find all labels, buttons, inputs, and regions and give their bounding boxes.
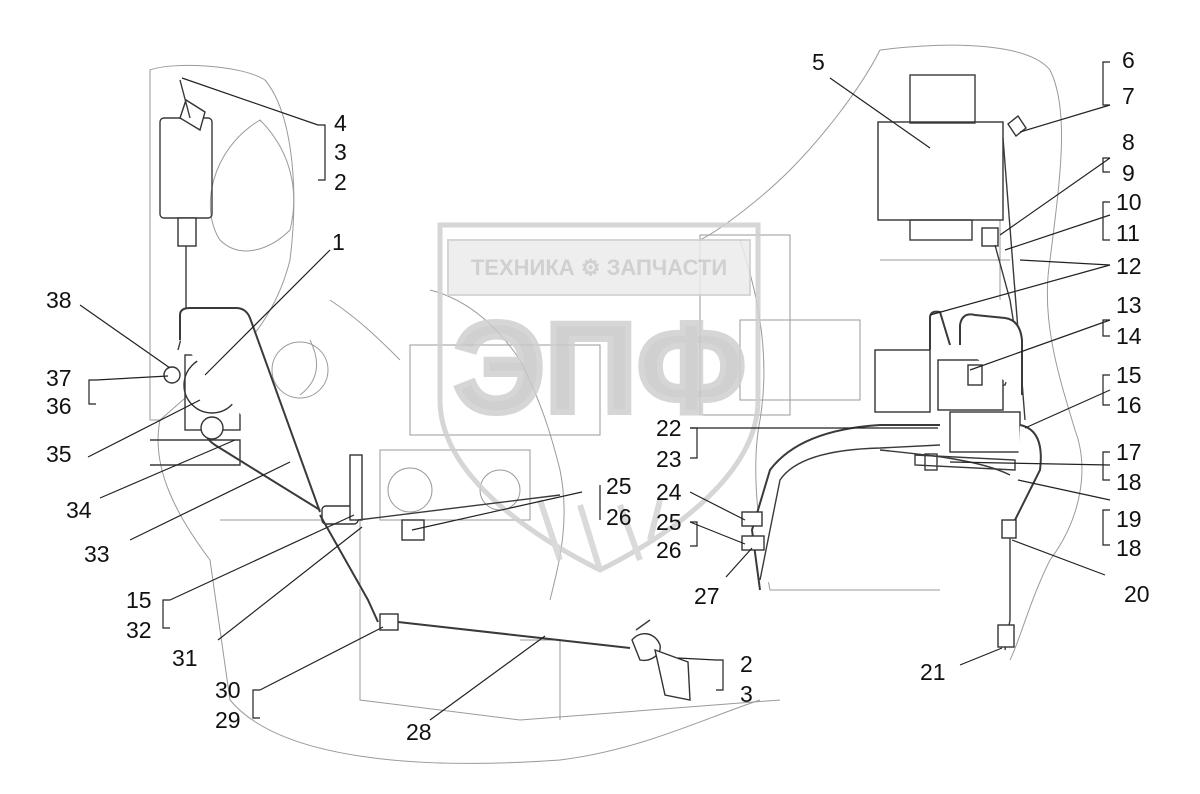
callout-22: 22 [656,415,682,441]
callout-23: 23 [656,446,682,472]
callout-15-right: 15 [1116,362,1142,388]
callout-3-top: 3 [334,139,347,165]
callout-19: 19 [1116,506,1142,532]
callout-15-left: 15 [126,587,152,613]
callout-18-top: 18 [1116,469,1142,495]
callout-1: 1 [332,229,345,255]
callout-7: 7 [1122,83,1135,109]
callout-labels: 1 4 3 2 5 6 7 8 9 10 11 12 13 14 15 16 1… [46,47,1150,745]
callout-2-bottom: 2 [740,651,753,677]
callout-26-center: 26 [606,504,632,530]
callout-16: 16 [1116,392,1142,418]
brackets [88,61,1110,719]
callout-6: 6 [1122,47,1135,73]
watermark-logo: ЭПФ [454,297,746,440]
callout-27: 27 [694,583,720,609]
background-outline [149,44,1083,764]
callout-30: 30 [215,677,241,703]
callout-18-bottom: 18 [1116,535,1142,561]
callout-25-right: 25 [656,509,682,535]
callout-38: 38 [46,287,72,313]
callout-28: 28 [406,719,432,745]
callout-14: 14 [1116,323,1142,349]
callout-26-right: 26 [656,537,682,563]
watermark-banner: ТЕХНИКА ⚙ ЗАПЧАСТИ [471,255,727,280]
callout-20: 20 [1124,581,1150,607]
callout-37: 37 [46,365,72,391]
leader-lines [79,77,1111,721]
callout-31: 31 [172,645,198,671]
callout-4: 4 [334,110,347,136]
callout-21: 21 [920,659,946,685]
callout-12: 12 [1116,253,1142,279]
callout-17: 17 [1116,439,1142,465]
callout-25-center: 25 [606,473,632,499]
callout-29: 29 [215,707,241,733]
callout-13: 13 [1116,292,1142,318]
right-assembly [741,74,1042,651]
callout-10: 10 [1116,189,1142,215]
watermark: ТЕХНИКА ⚙ ЗАПЧАСТИ ЭПФ [437,222,761,573]
callout-5: 5 [812,49,825,75]
callout-34: 34 [66,497,92,523]
callout-9: 9 [1122,160,1135,186]
callout-24: 24 [656,479,682,505]
callout-8: 8 [1122,129,1135,155]
callout-33: 33 [84,541,110,567]
callout-35: 35 [46,441,72,467]
callout-2-top: 2 [334,169,347,195]
left-assembly [150,79,691,701]
callout-32: 32 [126,617,152,643]
callout-11: 11 [1116,220,1140,246]
callout-3-bottom: 3 [740,681,753,707]
callout-36: 36 [46,393,72,419]
